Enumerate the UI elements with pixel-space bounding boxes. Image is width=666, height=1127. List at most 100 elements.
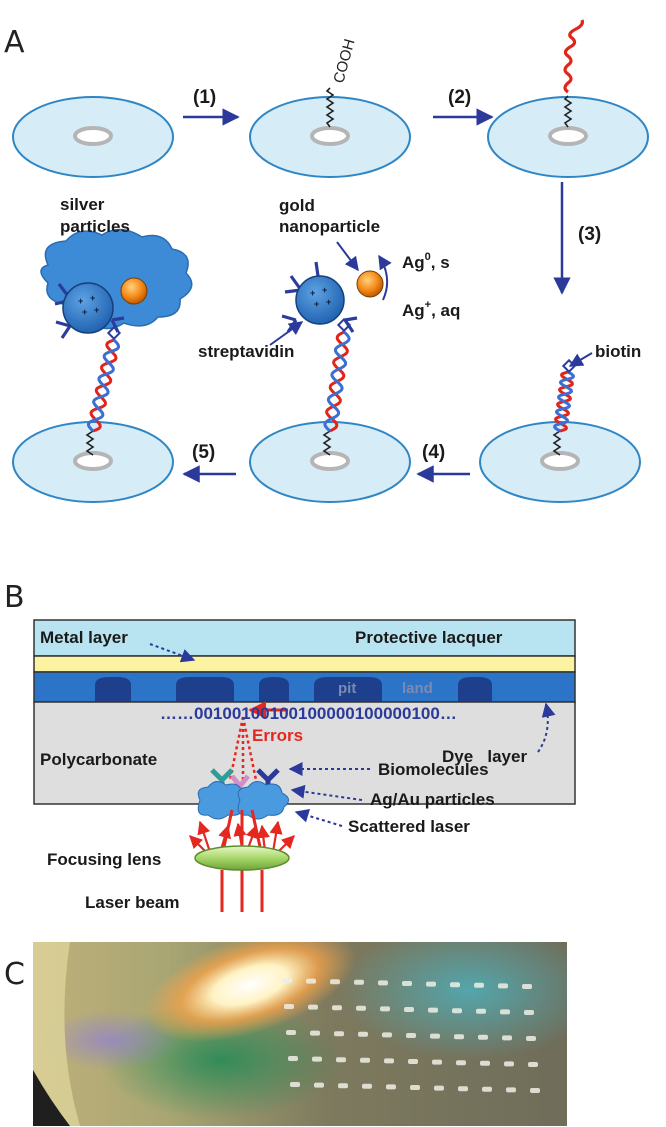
array-spot <box>452 1008 462 1014</box>
array-spot <box>522 984 532 989</box>
array-spot <box>378 980 388 986</box>
array-spot <box>454 1034 464 1040</box>
array-spot <box>334 1031 344 1037</box>
metal-layer <box>33 655 576 673</box>
array-spot <box>410 1085 420 1090</box>
pit-label: pit <box>338 680 356 697</box>
array-spot <box>432 1059 442 1065</box>
biomolecules-label: Biomolecules <box>378 760 489 779</box>
svg-text:+: + <box>314 299 319 309</box>
array-spot <box>428 1007 438 1013</box>
array-spot <box>332 1005 342 1011</box>
agau-particles-label: Ag/Au particles <box>370 790 495 809</box>
gold-nanoparticle <box>356 270 384 298</box>
biotin-marker <box>561 358 577 374</box>
cd-photo <box>33 942 567 1126</box>
disc-1 <box>12 96 174 178</box>
laser-beams-up <box>228 716 258 781</box>
metal-layer-pointer <box>149 643 196 663</box>
panel-label-b: B <box>4 580 25 615</box>
biotin-label: biotin <box>595 342 641 361</box>
silver-label-2: particles <box>60 217 130 236</box>
polycarbonate-label: Polycarbonate <box>40 750 157 769</box>
array-spot <box>482 1086 492 1092</box>
land-label: land <box>402 680 433 697</box>
array-spot <box>406 1033 416 1038</box>
array-spot <box>402 981 412 986</box>
array-spot <box>524 1010 534 1015</box>
dna-strand-blue <box>553 370 575 433</box>
array-spot <box>314 1082 324 1088</box>
focusing-lens-label: Focusing lens <box>47 850 161 869</box>
focusing-lens <box>194 845 290 871</box>
protective-lacquer-label: Protective lacquer <box>355 628 503 647</box>
array-spot <box>330 979 340 985</box>
step-arrow-3: (3) <box>553 182 601 295</box>
gold-label-1: gold <box>279 196 315 215</box>
panel-label-a: A <box>4 25 25 60</box>
array-spot <box>480 1060 490 1066</box>
panel-label-c: C <box>4 957 25 992</box>
array-spot <box>356 1005 366 1011</box>
array-spot <box>404 1007 414 1012</box>
svg-text:+: + <box>322 285 327 295</box>
array-spots <box>282 978 540 1093</box>
scattered-laser-pointer <box>294 808 343 827</box>
gold-arrow <box>336 241 359 272</box>
svg-text:+: + <box>94 305 99 315</box>
ag0-label: Ag0, s <box>402 251 450 272</box>
array-spot <box>528 1062 538 1067</box>
svg-text:+: + <box>326 297 331 307</box>
array-spot <box>284 1004 294 1009</box>
array-spot <box>530 1088 540 1093</box>
svg-text:+: + <box>310 288 315 298</box>
array-spot <box>408 1059 418 1064</box>
errors-label: Errors <box>252 726 303 745</box>
step-arrow-1: (1) <box>183 87 240 126</box>
array-spot <box>362 1083 372 1089</box>
metal-layer-label: Metal layer <box>40 628 128 647</box>
step-label-3: (3) <box>578 224 601 245</box>
array-spot <box>312 1056 322 1062</box>
gold-label-2: nanoparticle <box>279 217 380 236</box>
array-spot <box>458 1086 468 1092</box>
dna-strand-blue <box>323 330 351 433</box>
step-arrow-4: (4) <box>416 442 470 483</box>
array-spot <box>504 1061 514 1067</box>
array-spot <box>506 1087 516 1093</box>
array-spot <box>382 1032 392 1038</box>
dye-layer-label: Dye layer <box>442 747 527 766</box>
array-spot <box>282 978 292 983</box>
array-spot <box>380 1006 390 1012</box>
silver-streptavidin-sphere <box>62 282 114 334</box>
step-label-2: (2) <box>448 87 471 108</box>
streptavidin-complex: ++++ <box>281 254 392 333</box>
array-spot <box>290 1082 300 1087</box>
disc-4 <box>479 421 641 503</box>
step-label-1: (1) <box>193 87 216 108</box>
streptavidin-arrow <box>269 321 304 346</box>
scattered-laser-label: Scattered laser <box>348 817 470 836</box>
array-spot <box>434 1085 444 1091</box>
svg-text:+: + <box>78 296 83 306</box>
array-spot <box>526 1036 536 1041</box>
step-label-4: (4) <box>422 442 445 463</box>
agau-particles <box>197 781 289 820</box>
array-spot <box>498 983 508 989</box>
silver-complex: ++++ <box>40 228 193 341</box>
array-spot <box>476 1008 486 1014</box>
array-spot <box>360 1057 370 1063</box>
svg-text:+: + <box>90 293 95 303</box>
array-spot <box>306 978 316 984</box>
silver-gold-nanoparticle <box>120 277 148 305</box>
array-spot <box>478 1034 488 1040</box>
array-spot <box>310 1030 320 1036</box>
linker <box>552 430 562 456</box>
array-spot <box>426 981 436 987</box>
cd-cross-section <box>33 619 576 805</box>
streptavidin-sphere <box>295 275 345 325</box>
streptavidin-label: streptavidin <box>198 342 294 361</box>
array-spot <box>354 979 364 985</box>
array-spot <box>500 1009 510 1015</box>
